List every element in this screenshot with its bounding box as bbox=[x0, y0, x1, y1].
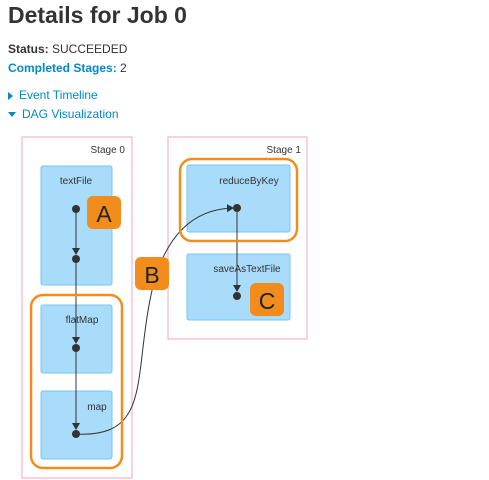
marker-c-label: C bbox=[259, 288, 276, 314]
marker-c-badge bbox=[250, 283, 284, 316]
op-textfile-label: textFile bbox=[60, 176, 93, 187]
page-title: Details for Job 0 bbox=[8, 2, 187, 28]
completed-stages-count: 2 bbox=[120, 61, 127, 75]
stage-0-label: Stage 0 bbox=[91, 145, 126, 156]
expand-arrow-icon bbox=[8, 91, 13, 100]
event-timeline-toggle[interactable]: Event Timeline bbox=[8, 88, 98, 102]
dag-node bbox=[233, 204, 241, 212]
status-label: Status: bbox=[8, 42, 49, 56]
op-saveastextfile-label: saveAsTextFile bbox=[213, 264, 281, 275]
dag-node bbox=[72, 255, 80, 263]
marker-b-badge bbox=[135, 257, 169, 290]
edge-shuffle bbox=[75, 204, 234, 435]
dag-node bbox=[72, 205, 80, 213]
op-reducebykey-box bbox=[186, 164, 291, 233]
marker-a-badge bbox=[87, 196, 121, 229]
status-row: Status: SUCCEEDED bbox=[8, 42, 127, 56]
completed-stages-row: Completed Stages: 2 bbox=[8, 61, 127, 75]
highlight-flatmap-map bbox=[29, 293, 124, 470]
dag-visualization-label: DAG Visualization bbox=[22, 107, 119, 121]
op-reducebykey-label: reduceByKey bbox=[219, 176, 278, 187]
dag-node bbox=[233, 292, 241, 300]
event-timeline-label: Event Timeline bbox=[19, 88, 98, 102]
collapse-arrow-icon bbox=[8, 112, 16, 118]
op-reducebykey[interactable]: reduceByKey bbox=[186, 164, 291, 233]
dag-node bbox=[72, 430, 80, 438]
dag-visualization-toggle[interactable]: DAG Visualization bbox=[8, 107, 119, 121]
marker-b-label: B bbox=[144, 262, 159, 288]
op-map-label: map bbox=[87, 402, 107, 413]
completed-stages-link[interactable]: Completed Stages: bbox=[8, 61, 117, 75]
dag-edges bbox=[72, 204, 241, 435]
marker-a: A bbox=[87, 196, 121, 229]
op-flatmap-label: flatMap bbox=[66, 315, 99, 326]
status-value: SUCCEEDED bbox=[52, 42, 128, 56]
marker-a-label: A bbox=[96, 201, 112, 227]
marker-c: C bbox=[250, 283, 284, 316]
dag-nodes bbox=[72, 204, 241, 438]
dag-node bbox=[72, 344, 80, 352]
stage-1-label: Stage 1 bbox=[267, 145, 302, 156]
highlight-reducebykey bbox=[178, 157, 299, 243]
marker-b: B bbox=[135, 257, 169, 290]
